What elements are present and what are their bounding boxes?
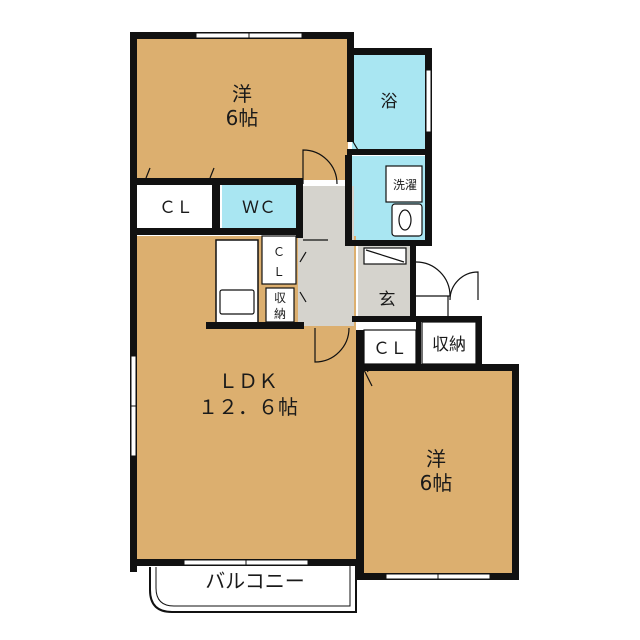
balcony-inner bbox=[155, 566, 351, 607]
western-room-north bbox=[136, 38, 348, 180]
hall-closet-label-l: Ｌ bbox=[273, 265, 285, 279]
ldk-size: １２．６帖 bbox=[198, 395, 298, 419]
western-room-north-name: 洋 bbox=[232, 82, 252, 106]
storage-south-label: 収納 bbox=[432, 335, 466, 355]
washbasin-bowl bbox=[398, 209, 412, 231]
hall-storage-label-2: 納 bbox=[274, 307, 286, 321]
western-room-north-size: 6帖 bbox=[226, 106, 259, 130]
bathroom-label: 浴 bbox=[381, 92, 398, 112]
closet-north bbox=[140, 184, 212, 228]
closet-north-label: ＣＬ bbox=[159, 198, 193, 218]
western-room-south-size: 6帖 bbox=[420, 471, 453, 495]
western-room-south bbox=[362, 370, 512, 574]
kitchen-sink bbox=[219, 289, 255, 315]
western-room-south-name: 洋 bbox=[426, 447, 446, 471]
closet-door-marks bbox=[145, 167, 369, 373]
entrance-label: 玄 bbox=[379, 290, 396, 310]
balcony-area bbox=[150, 567, 352, 609]
laundry-box bbox=[385, 165, 423, 203]
balcony-label: バルコニー bbox=[205, 569, 305, 593]
door-swings bbox=[302, 139, 479, 387]
balcony-outline bbox=[149, 566, 357, 613]
laundry-label: 洗濯 bbox=[393, 178, 417, 192]
storage-south bbox=[421, 321, 477, 365]
bathroom bbox=[352, 55, 426, 149]
hall-closet-label-c: Ｃ bbox=[273, 245, 285, 259]
closet-south bbox=[363, 329, 417, 365]
hall-storage bbox=[265, 287, 295, 323]
closet-south-label: ＣＬ bbox=[373, 339, 407, 359]
corridor bbox=[298, 186, 354, 326]
window-mullions bbox=[131, 33, 439, 579]
hall-closet bbox=[261, 235, 297, 285]
wc-room bbox=[222, 184, 296, 228]
fixtures bbox=[219, 165, 477, 365]
hall-storage-label-1: 収 bbox=[274, 291, 286, 305]
wc-label: ＷＣ bbox=[242, 198, 276, 218]
ldk-name: ＬＤＫ bbox=[218, 369, 278, 393]
